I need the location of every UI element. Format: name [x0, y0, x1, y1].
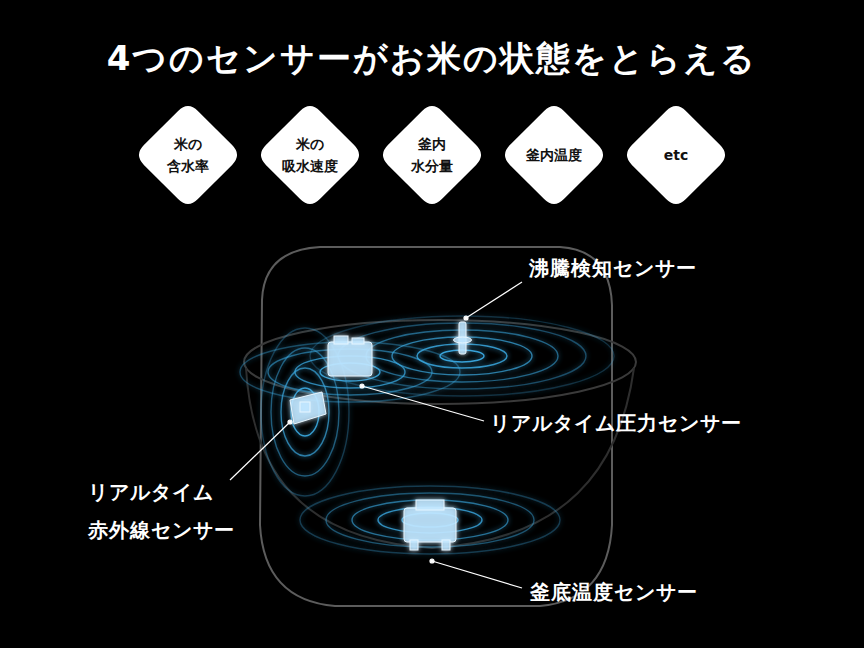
sensor-label: 釜底温度センサー [530, 578, 698, 606]
diamond-content: 米の 含水率 [134, 101, 242, 209]
diamond-content: 釜内温度 [500, 101, 608, 209]
diamond-content: etc [622, 101, 730, 209]
leader-lines [230, 282, 522, 588]
feature-text: etc [664, 144, 689, 166]
feature-diamond: 釜内温度 [500, 101, 608, 209]
diamond-shape [378, 101, 486, 209]
bottom-waves [300, 486, 560, 554]
page-title: 4つのセンサーがお米の状態をとらえる [0, 36, 864, 82]
feature-diamond: 釜内 水分量 [378, 101, 486, 209]
diamond-content: 米の 吸水速度 [256, 101, 364, 209]
boiling-sensor [454, 322, 472, 354]
infrared-sensor [290, 392, 326, 424]
diamond-shape [256, 101, 364, 209]
pot-rim [244, 320, 636, 404]
feature-text: 釜内温度 [526, 144, 582, 166]
feature-text: 米の 含水率 [167, 133, 209, 178]
sensor-label: リアルタイム 赤外線センサー [88, 473, 235, 549]
diamond-content: 釜内 水分量 [378, 101, 486, 209]
lid-waves [310, 316, 614, 396]
feature-diamond: etc [622, 101, 730, 209]
pressure-sensor [328, 336, 372, 376]
sensor-label: リアルタイム圧力センサー [490, 409, 742, 437]
feature-diamond: 米の 含水率 [134, 101, 242, 209]
bottom-sensor [404, 500, 456, 550]
diamond-shape [134, 101, 242, 209]
feature-text: 釜内 水分量 [411, 133, 453, 178]
feature-diamond: 米の 吸水速度 [256, 101, 364, 209]
sensor-label: 沸騰検知センサー [529, 254, 697, 282]
feature-text: 米の 吸水速度 [282, 133, 338, 178]
